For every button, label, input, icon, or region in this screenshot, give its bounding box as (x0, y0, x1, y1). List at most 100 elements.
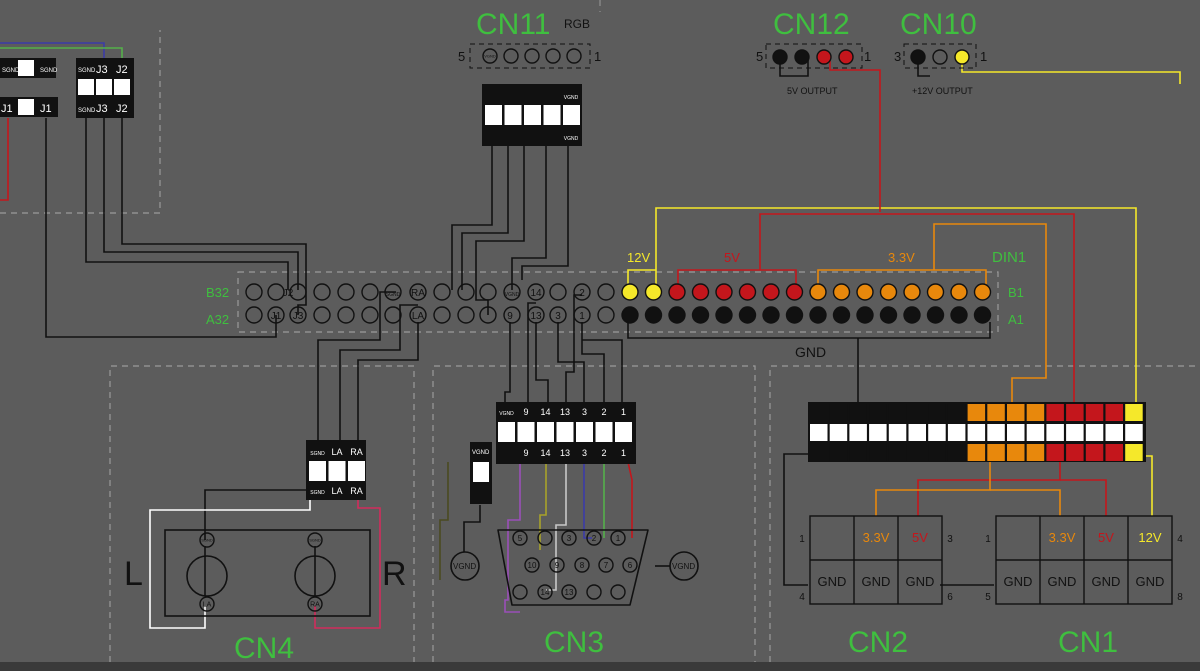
header-b-label: RA (411, 288, 425, 299)
cn12-title: CN12 (773, 8, 850, 41)
cn4-sgnd-pin (199, 532, 215, 548)
cn3-cell (595, 422, 613, 442)
header-a-label: J1 (271, 311, 282, 322)
sgnd-top: SGND (78, 68, 96, 74)
cn3-cell (556, 422, 574, 442)
header-power-pin (832, 283, 851, 301)
cn3-dsub-pin (574, 557, 590, 573)
cn3-dsub-pin (610, 530, 626, 546)
cn3-dsub-pin (598, 557, 614, 573)
power-top-cell (967, 404, 986, 421)
grid-bottom-label: GND (906, 574, 935, 589)
header-a-label: J3 (293, 311, 304, 322)
cn3-bottom-label: 2 (601, 448, 606, 458)
header-power-pin (668, 283, 686, 301)
power-connector (808, 402, 1146, 462)
cn3-top-label: 1 (621, 407, 626, 417)
power-bottom-cell (1105, 444, 1123, 461)
header-gnd-pin (903, 306, 921, 324)
cn3-cell (498, 422, 515, 442)
cn10-pin-left: 3 (894, 49, 901, 64)
power-top-cell (829, 404, 848, 421)
pin-label: 2 (592, 534, 597, 543)
header-b-pin (457, 283, 475, 301)
header-gnd-pin (644, 306, 663, 324)
grid-pin-label: 5 (985, 592, 991, 603)
pin-label: 1 (616, 534, 621, 543)
sgnd-label: SGND (2, 68, 20, 74)
cn4-right: R (382, 555, 407, 593)
cn10-caption: +12V OUTPUT (912, 86, 973, 96)
cn11-cell (563, 105, 580, 125)
cn3-top-label: 3 (582, 407, 587, 417)
cn4-cell (348, 461, 365, 481)
power-bottom-cell (888, 444, 907, 461)
cn11-pin (566, 48, 582, 64)
cn3-cell (615, 422, 632, 442)
grid-bottom-label: GND (1136, 574, 1165, 589)
pin-label: VGND (484, 53, 496, 58)
header-power-pin (644, 283, 663, 301)
cn3-dsub-pin (561, 584, 577, 600)
j1-right: J1 (40, 103, 52, 115)
grid-bottom-label: GND (1092, 574, 1121, 589)
pin-label: 3 (567, 534, 572, 543)
header-b-pin (409, 283, 427, 301)
power-bottom-cell (987, 444, 1005, 461)
header-a-label: 13 (530, 311, 542, 322)
power-top-cell (908, 404, 926, 421)
header-a-pin (433, 306, 451, 324)
pin-label: 7 (604, 561, 609, 570)
cn3-dsub-pin (537, 584, 553, 600)
cn4-cell (309, 461, 326, 481)
power-bottom-cell (908, 444, 926, 461)
grid-pin-label: 1 (799, 534, 805, 545)
header-a-pin (337, 306, 355, 324)
header-gnd-pin (715, 306, 733, 324)
power-bottom-cell (928, 444, 946, 461)
header-gnd-pin (668, 306, 686, 324)
header-a-label: 3 (555, 311, 561, 322)
cn11-pin (503, 48, 519, 64)
header-a-pin (289, 306, 307, 324)
header-b-pin (527, 283, 545, 301)
power-top-cell (1125, 404, 1143, 421)
header-power-pin (973, 283, 992, 301)
header-gnd-pin (809, 306, 827, 324)
cn11-pin (524, 48, 540, 64)
grid-bottom-label: GND (1048, 574, 1077, 589)
v33-label: 3.3V (888, 250, 915, 265)
power-bottom-cell (1085, 444, 1104, 461)
cn3-dsub-pin (524, 557, 540, 573)
cn2-title: CN2 (848, 626, 908, 659)
power-mid-cell (829, 424, 848, 441)
header-gnd-pin (785, 306, 804, 324)
cn11-pin (545, 48, 561, 64)
power-mid-cell (810, 424, 828, 441)
power-top-cell (928, 404, 946, 421)
header-a-pin (597, 306, 615, 324)
power-mid-cell (1125, 424, 1143, 441)
power-mid-cell (849, 424, 867, 441)
header-gnd-pin (738, 306, 757, 324)
grid-top-label: 3.3V (863, 530, 890, 545)
grid-top-label: 3.3V (1049, 530, 1076, 545)
cn4-top-label: SGND (310, 451, 325, 457)
header-a-pin (245, 306, 263, 324)
header-b-pin (267, 283, 285, 301)
power-top-cell (849, 404, 867, 421)
pin-label: SGND (309, 537, 321, 542)
header-a-label: 1 (579, 311, 585, 322)
header-b-label: SGND (386, 292, 401, 298)
pin-label: 9 (555, 561, 560, 570)
header-gnd-pin (762, 306, 780, 324)
cn10-connector: CN10 3 1 +12V OUTPUT (894, 8, 987, 96)
cn10-pin (910, 49, 926, 65)
power-mid-cell (1046, 424, 1064, 441)
row-a-end: A1 (1008, 312, 1024, 327)
j1-left: J1 (1, 103, 13, 115)
